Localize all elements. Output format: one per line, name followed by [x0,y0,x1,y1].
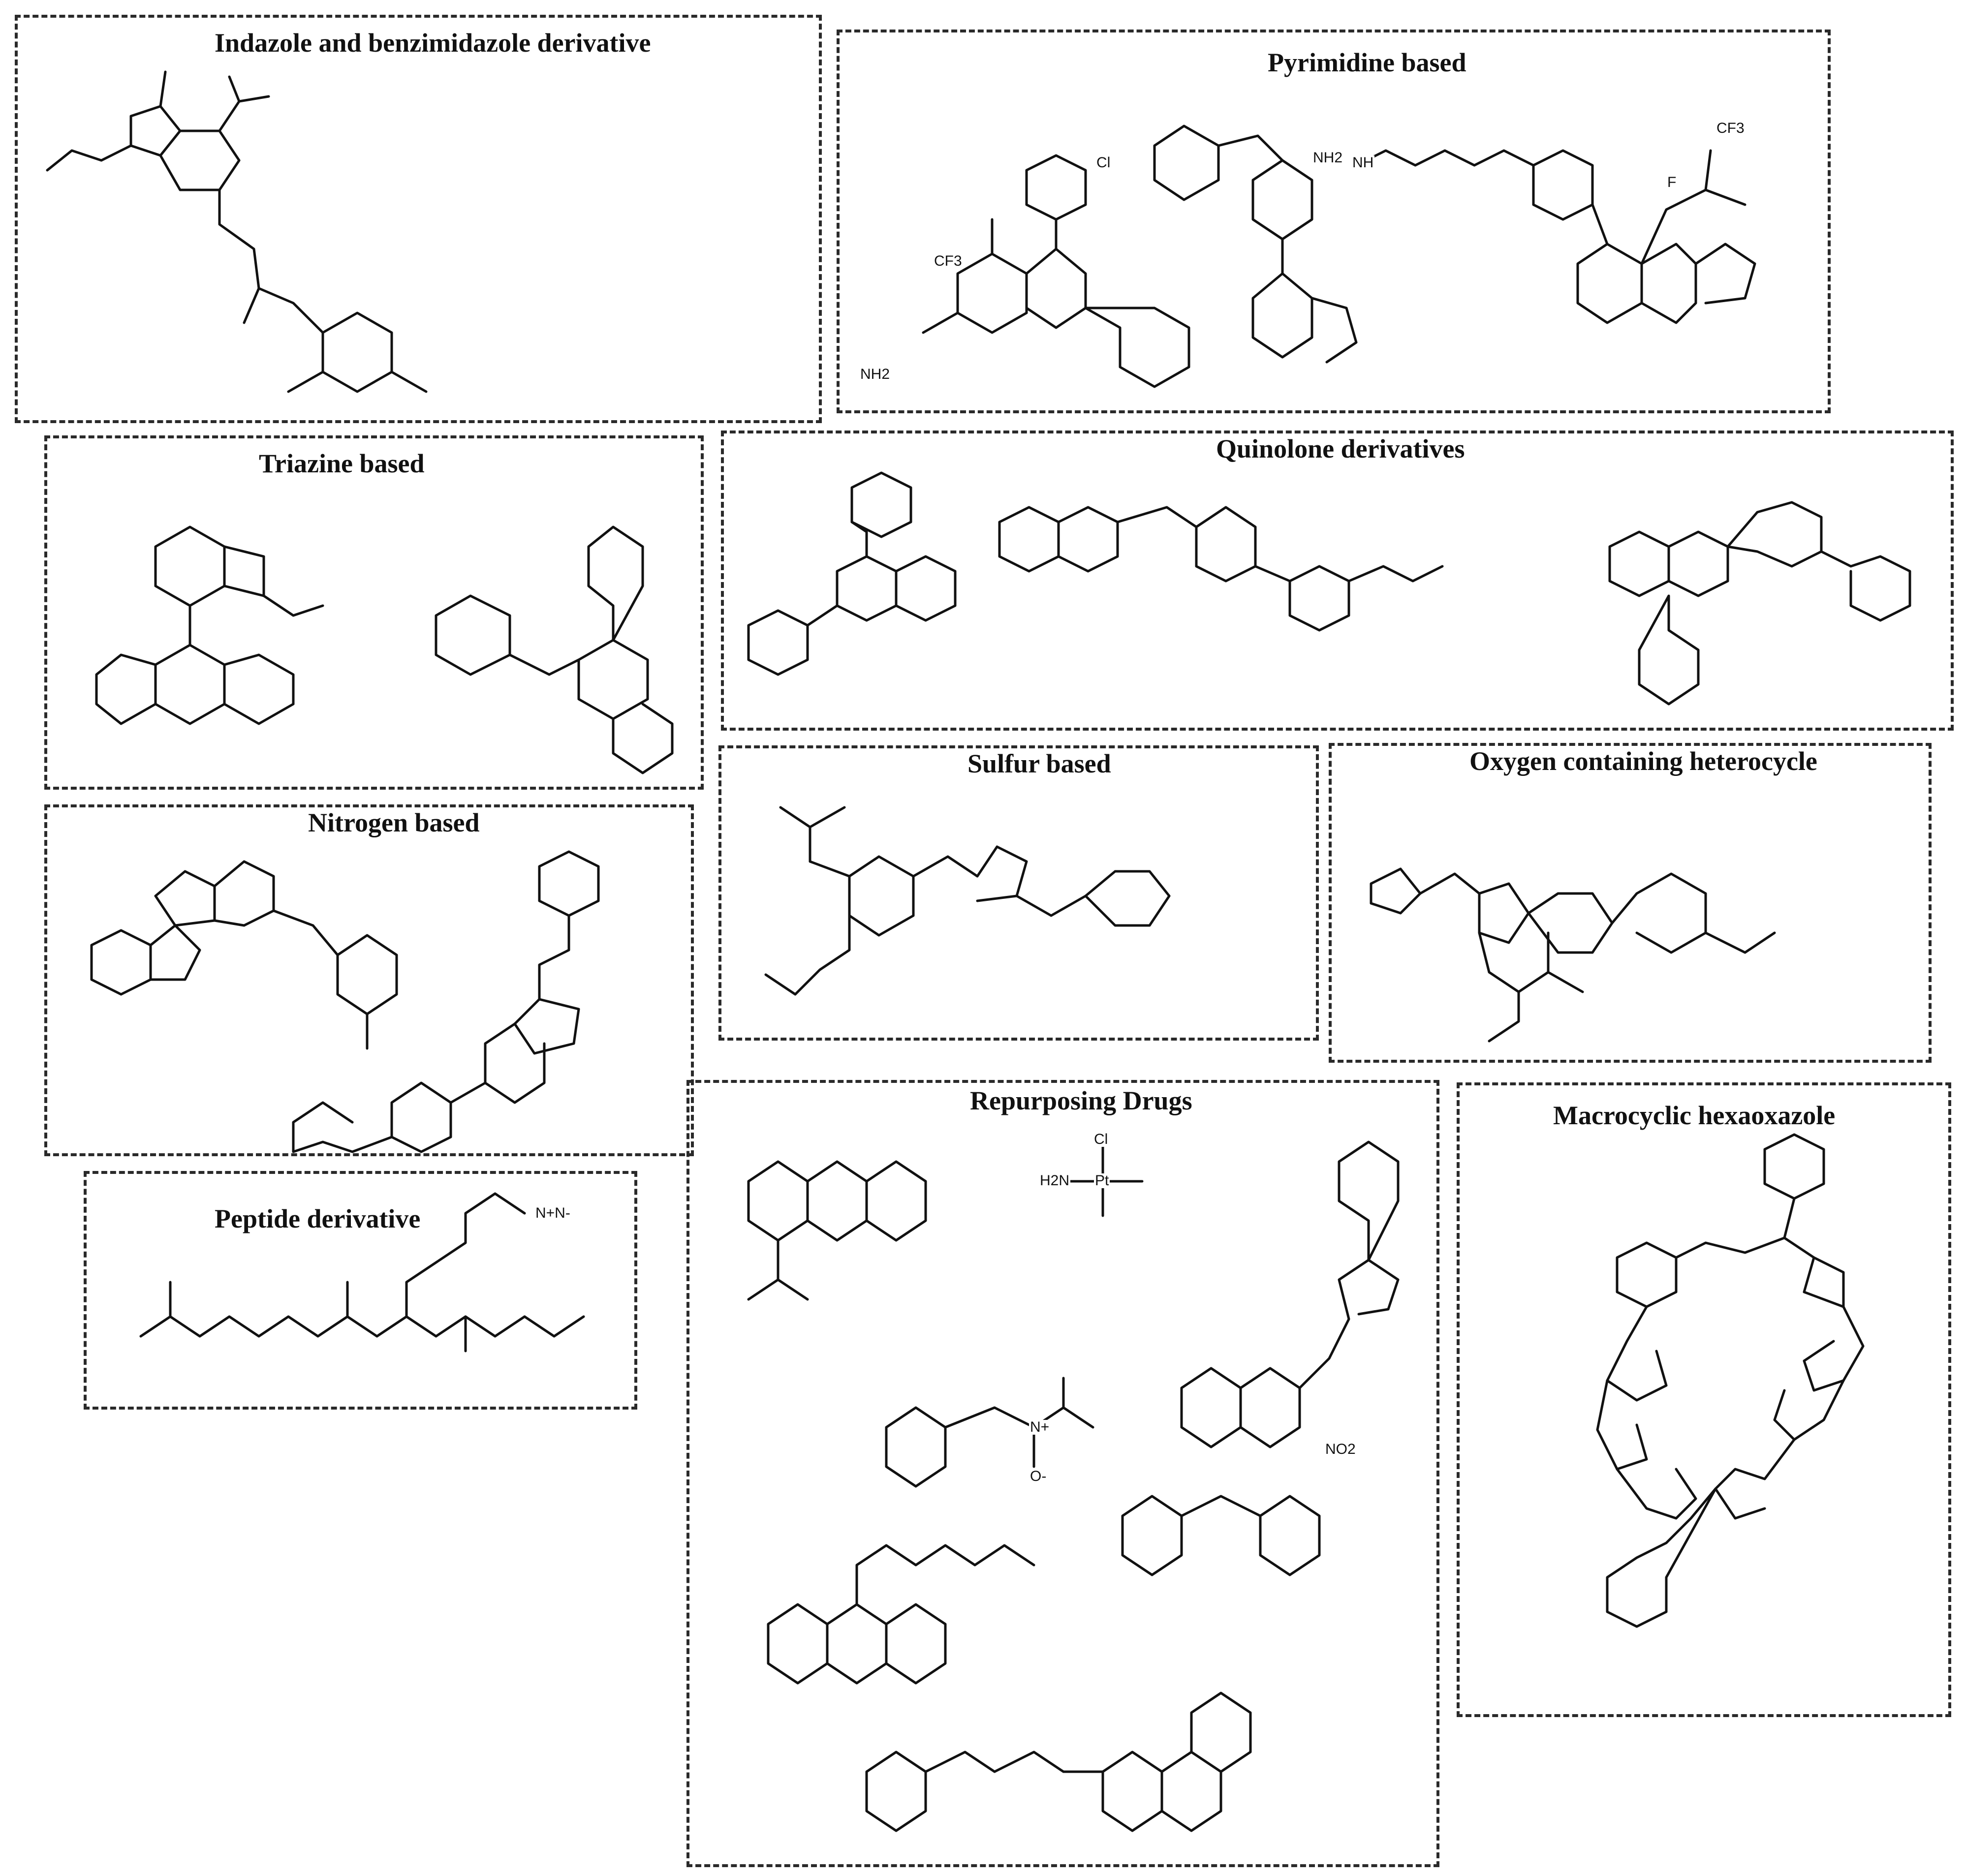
panel-title-pyrimidine: Pyrimidine based [1268,48,1466,77]
panel-title-peptide: Peptide derivative [215,1204,421,1233]
panel-title-nitrogen: Nitrogen based [308,808,480,837]
label-nplus: N+ [1029,1419,1051,1435]
label-nh2: NH2 [859,366,891,382]
label-n-nminus: N+N- [534,1205,571,1221]
molecule-repurposing [747,1140,1400,1832]
panel-oxygen: Oxygen containing heterocycle [1329,743,1932,1063]
molecule-oxygen [1370,867,1776,1043]
label-f: F [1666,174,1678,190]
label-h2n: H2N [1039,1172,1071,1189]
label-no2: NO2 [1324,1441,1357,1457]
panel-title-indazole: Indazole and benzimidazole derivative [215,28,651,58]
molecule-triazine [95,525,674,774]
label-cl-pt: Cl [1093,1131,1109,1147]
label-cl: Cl [1095,154,1112,171]
label-cf3-b: CF3 [1715,120,1746,136]
label-pt: Pt [1094,1172,1110,1189]
panel-repurposing: Repurposing Drugs Pt H2N Cl N+ O- [686,1080,1439,1867]
panel-title-oxygen: Oxygen containing heterocycle [1469,746,1817,776]
panel-macrocyclic: Macrocyclic hexaoxazole [1457,1082,1951,1717]
panel-title-repurposing: Repurposing Drugs [970,1086,1192,1115]
label-ominus: O- [1029,1468,1048,1484]
label-cf3: CF3 [933,253,963,269]
molecule-peptide [139,1192,585,1353]
panel-title-sulfur: Sulfur based [967,749,1111,778]
label-nh: NH [1351,154,1375,171]
label-nh2-b: NH2 [1312,150,1344,166]
molecule-quinolone [747,471,1911,706]
panel-sulfur: Sulfur based [718,745,1319,1041]
panel-peptide: Peptide derivative N+N- [84,1171,637,1410]
molecule-indazole [46,70,428,393]
panel-title-macrocyclic: Macrocyclic hexaoxazole [1553,1101,1836,1130]
molecule-pyrimidine [922,124,1756,388]
panel-pyrimidine: Pyrimidine based CF3 NH2 Cl NH2 NH CF3 F [837,30,1831,413]
panel-quinolone: Quinolone derivatives [721,431,1954,731]
panel-title-triazine: Triazine based [259,449,425,478]
molecule-sulfur [764,806,1171,996]
molecule-macrocyclic [1596,1133,1865,1628]
panel-title-quinolone: Quinolone derivatives [1216,434,1465,463]
panel-nitrogen: Nitrogen based [44,804,694,1156]
panel-indazole: Indazole and benzimidazole derivative [15,15,822,423]
panel-triazine: Triazine based [44,435,704,790]
molecule-nitrogen [90,850,600,1153]
